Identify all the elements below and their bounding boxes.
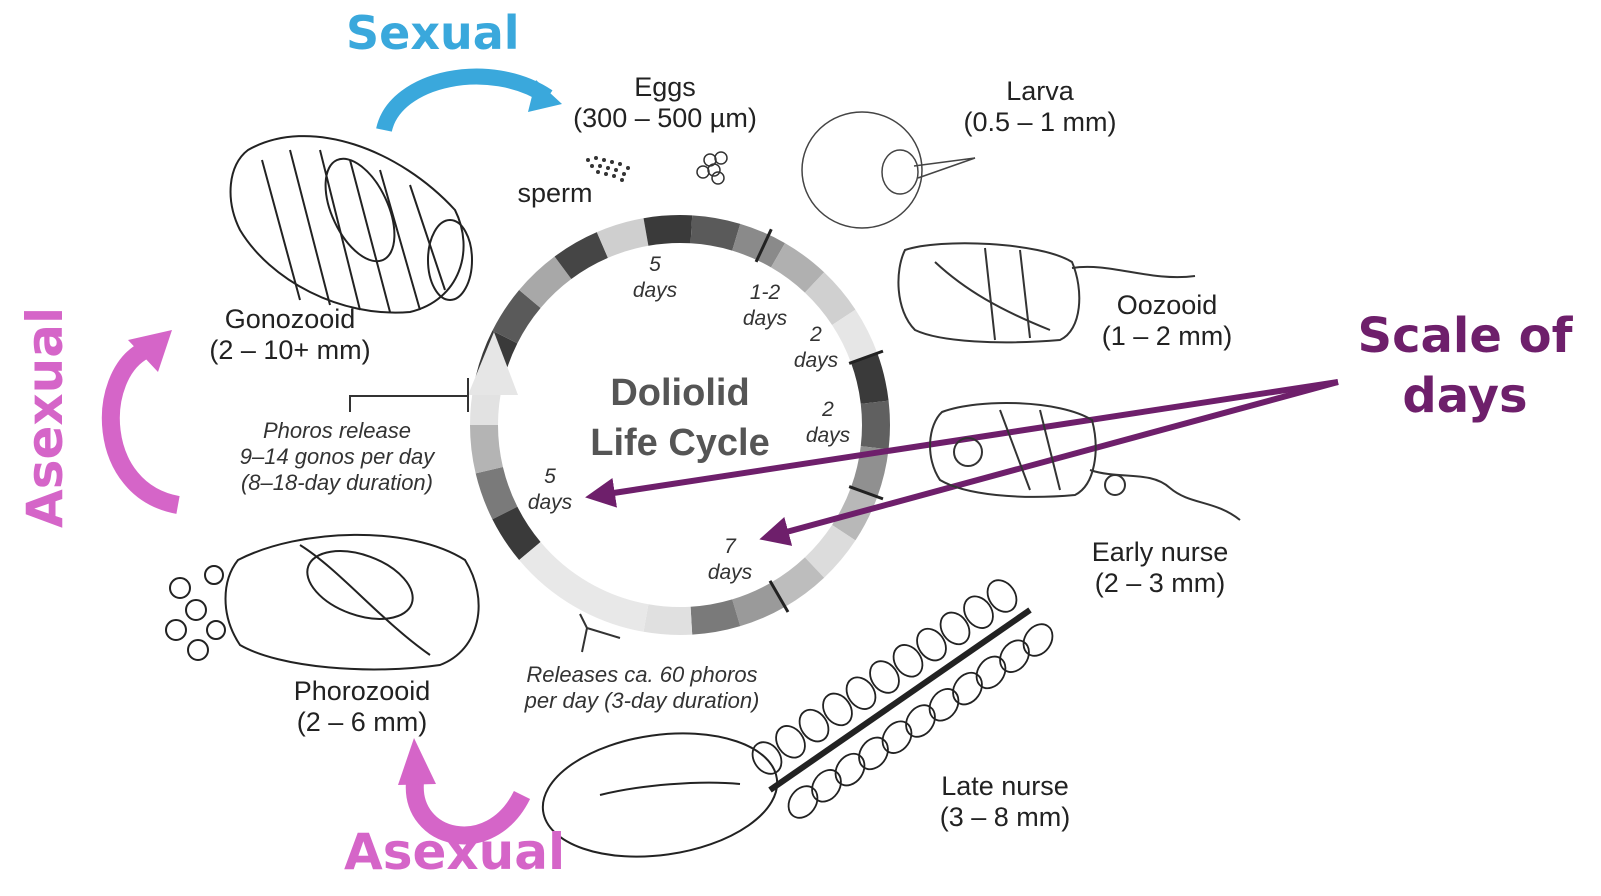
late-nurse-size: (3 – 8 mm) bbox=[920, 802, 1090, 833]
nurse-bud bbox=[1018, 619, 1059, 662]
phoros-release-note: Phoros release 9–14 gonos per day (8–18-… bbox=[212, 418, 462, 496]
nurse-bud bbox=[806, 764, 847, 807]
nurse-bud bbox=[958, 591, 999, 634]
oozooid-size: (1 – 2 mm) bbox=[1082, 321, 1252, 352]
duration-top-num: 5 bbox=[615, 252, 695, 278]
duration-2: 2 days bbox=[776, 322, 856, 374]
duration-top: 5 days bbox=[615, 252, 695, 304]
oozooid-name: Oozooid bbox=[1082, 290, 1252, 321]
eggs-drawing bbox=[697, 152, 727, 184]
ring-segment bbox=[644, 215, 693, 246]
sperm-name: sperm bbox=[505, 178, 605, 209]
duration-5-num: 5 bbox=[510, 464, 590, 490]
duration-2-unit: days bbox=[776, 348, 856, 374]
nurse-bud bbox=[783, 781, 824, 824]
title-line-1: Doliolid bbox=[560, 368, 800, 418]
sexual-arrow bbox=[384, 77, 562, 130]
duration-1-num: 1-2 bbox=[725, 280, 805, 306]
releases-line-2: per day (3-day duration) bbox=[492, 688, 792, 714]
ring-segment bbox=[691, 599, 741, 634]
gonozooid-name: Gonozooid bbox=[190, 304, 390, 335]
nurse-bud bbox=[817, 688, 858, 731]
phorozooid-size: (2 – 6 mm) bbox=[272, 707, 452, 738]
late-nurse-name: Late nurse bbox=[920, 771, 1090, 802]
nurse-bud bbox=[994, 635, 1035, 678]
larva-label: Larva (0.5 – 1 mm) bbox=[940, 76, 1140, 138]
duration-4-num: 7 bbox=[690, 534, 770, 560]
eggs-size: (300 – 500 µm) bbox=[555, 103, 775, 134]
nurse-bud bbox=[864, 656, 905, 699]
nurse-bud bbox=[947, 667, 988, 710]
ring-segment bbox=[644, 604, 693, 635]
phorozooid-drawing bbox=[166, 535, 479, 670]
eggs-label: Eggs (300 – 500 µm) bbox=[555, 72, 775, 134]
phoros-release-line-1: Phoros release bbox=[212, 418, 462, 444]
duration-5: 5 days bbox=[510, 464, 590, 516]
phoros-release-line-2: 9–14 gonos per day bbox=[212, 444, 462, 470]
duration-3: 2 days bbox=[788, 397, 868, 449]
scale-of-days-label: Scale of days bbox=[1355, 306, 1575, 426]
nurse-bud bbox=[971, 651, 1012, 694]
late-nurse-label: Late nurse (3 – 8 mm) bbox=[920, 771, 1090, 833]
phorozooid-name: Phorozooid bbox=[272, 676, 452, 707]
sexual-label: Sexual bbox=[346, 6, 520, 60]
gonozooid-drawing bbox=[231, 136, 472, 313]
nurse-bud bbox=[911, 623, 952, 666]
nurse-bud bbox=[830, 748, 871, 791]
nurse-bud bbox=[982, 575, 1023, 618]
duration-2-num: 2 bbox=[776, 322, 856, 348]
gonozooid-label: Gonozooid (2 – 10+ mm) bbox=[190, 304, 390, 366]
diagram-title: Doliolid Life Cycle bbox=[560, 368, 800, 468]
larva-size: (0.5 – 1 mm) bbox=[940, 107, 1140, 138]
scale-line-2: days bbox=[1355, 366, 1575, 426]
duration-4-unit: days bbox=[690, 560, 770, 586]
title-line-2: Life Cycle bbox=[560, 418, 800, 468]
ring-arrow-tail bbox=[519, 542, 648, 632]
phorozooid-label: Phorozooid (2 – 6 mm) bbox=[272, 676, 452, 738]
ring-segment bbox=[470, 425, 503, 473]
duration-top-unit: days bbox=[615, 278, 695, 304]
releases-note: Releases ca. 60 phoros per day (3-day du… bbox=[492, 662, 792, 714]
nurse-bud bbox=[935, 607, 976, 650]
nurse-bud bbox=[770, 720, 811, 763]
duration-5-unit: days bbox=[510, 490, 590, 516]
phoros-release-line-3: (8–18-day duration) bbox=[212, 470, 462, 496]
nurse-bud bbox=[900, 700, 941, 743]
releases-line-1: Releases ca. 60 phoros bbox=[492, 662, 792, 688]
phoros-bracket bbox=[350, 378, 468, 412]
sperm-label: sperm bbox=[505, 178, 605, 209]
scale-line-1: Scale of bbox=[1355, 306, 1575, 366]
larva-name: Larva bbox=[940, 76, 1140, 107]
duration-4: 7 days bbox=[690, 534, 770, 586]
nurse-bud bbox=[794, 704, 835, 747]
nurse-bud bbox=[841, 672, 882, 715]
nurse-bud bbox=[924, 683, 965, 726]
asexual-bottom-label: Asexual bbox=[344, 823, 565, 881]
early-nurse-size: (2 – 3 mm) bbox=[1075, 568, 1245, 599]
asexual-left-label: Asexual bbox=[16, 318, 74, 528]
asexual-bottom-arrow bbox=[398, 738, 522, 835]
oozooid-label: Oozooid (1 – 2 mm) bbox=[1082, 290, 1252, 352]
ring-segment bbox=[691, 215, 741, 250]
early-nurse-label: Early nurse (2 – 3 mm) bbox=[1075, 537, 1245, 599]
nurse-bud bbox=[888, 639, 929, 682]
eggs-name: Eggs bbox=[555, 72, 775, 103]
gonozooid-size: (2 – 10+ mm) bbox=[190, 335, 390, 366]
nurse-bud bbox=[853, 732, 894, 775]
asexual-left-arrow bbox=[111, 330, 178, 505]
duration-3-num: 2 bbox=[788, 397, 868, 423]
duration-3-unit: days bbox=[788, 423, 868, 449]
nurse-bud bbox=[877, 716, 918, 759]
early-nurse-name: Early nurse bbox=[1075, 537, 1245, 568]
